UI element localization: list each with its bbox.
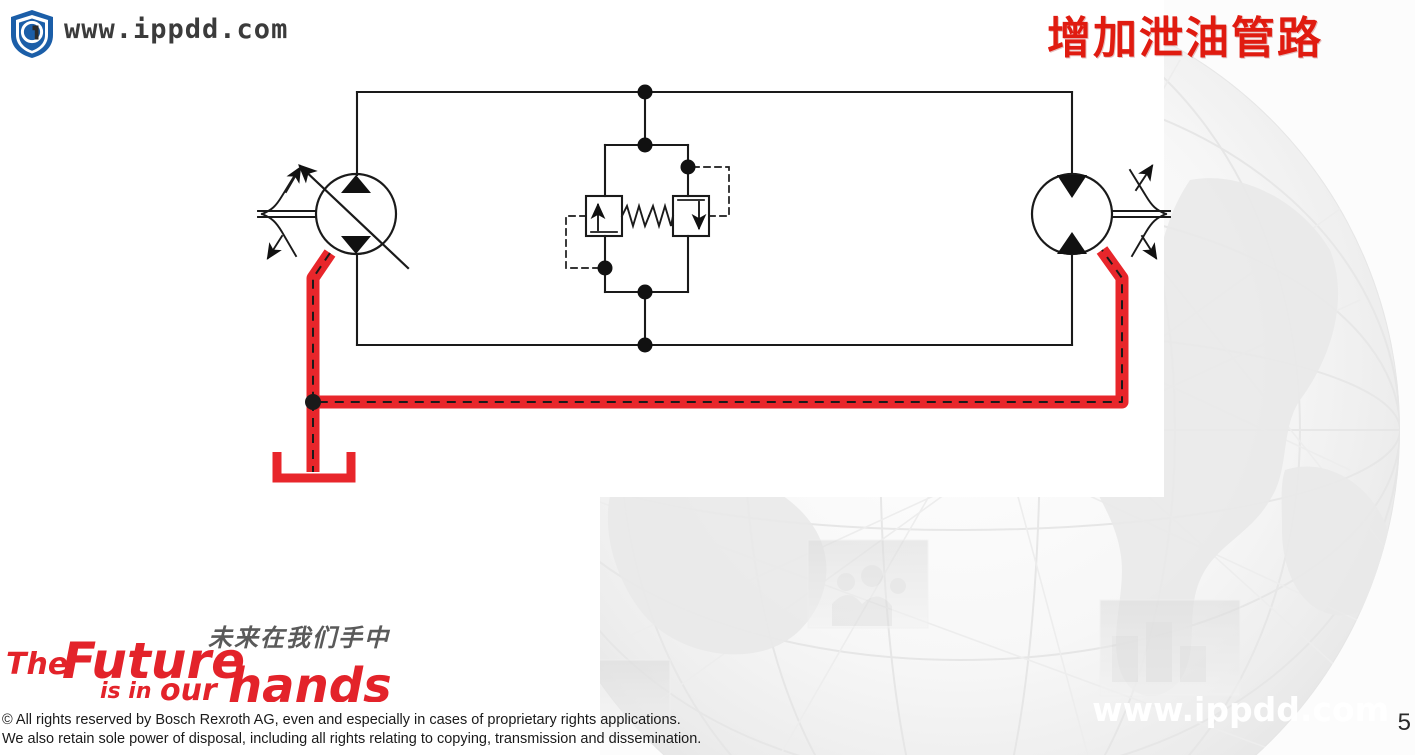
motor-top-triangle bbox=[1057, 175, 1087, 198]
relief-valve-left-body bbox=[584, 194, 624, 238]
slogan-chinese: 未来在我们手中 bbox=[208, 624, 390, 652]
copyright-line-2: We also retain sole power of disposal, i… bbox=[2, 731, 702, 747]
main-loop-lines bbox=[355, 90, 1074, 347]
drain-line-highlight bbox=[272, 246, 1129, 483]
hydraulic-circuit-diagram bbox=[257, 84, 1171, 483]
motor-rotation-arc-upper bbox=[1128, 168, 1168, 216]
watermark-url: www.ippdd.com bbox=[1092, 690, 1389, 729]
pump-variability-arrow bbox=[298, 164, 410, 270]
shield-p-logo-icon bbox=[11, 10, 53, 58]
junction-dot-pilot-left bbox=[597, 260, 613, 276]
pilot-line-left-dashed bbox=[565, 215, 606, 269]
slide-header: www.ippdd.com 增加泄油管路 bbox=[0, 0, 1415, 70]
junction-dot-top-loop bbox=[637, 84, 653, 100]
variable-displacement-pump bbox=[257, 164, 410, 270]
drain-line-dashed-center bbox=[312, 249, 1123, 403]
pump-port-triangles bbox=[341, 175, 371, 254]
relief-valve-right-body bbox=[671, 194, 711, 238]
motor-rotation-arc-lower bbox=[1130, 212, 1168, 258]
slogan-word-isin: is in bbox=[100, 679, 152, 702]
content-panel bbox=[0, 0, 1164, 497]
junction-dot-bottom-loop bbox=[637, 337, 653, 353]
relief-valve-block bbox=[565, 90, 730, 347]
spring-right-icon bbox=[647, 202, 675, 230]
junction-dot-pilot-right bbox=[680, 159, 696, 175]
slide-title: 增加泄油管路 bbox=[1047, 13, 1323, 64]
pump-bottom-triangle bbox=[341, 236, 371, 254]
motor-port-triangles bbox=[1057, 175, 1087, 254]
motor-rotation-arrow-down bbox=[1140, 234, 1158, 260]
future-in-our-hands-logo: The Future is in our hands bbox=[6, 632, 392, 702]
content-panel-lower bbox=[0, 497, 600, 755]
drain-line-red-underlay bbox=[306, 246, 1129, 409]
fixed-displacement-motor bbox=[1030, 164, 1171, 260]
motor-rotation-arrow-up bbox=[1134, 164, 1154, 192]
page-number: 5 bbox=[1397, 709, 1411, 736]
slogan-word-our: our bbox=[160, 673, 219, 702]
spring-left-icon bbox=[620, 202, 651, 230]
slogan-word-future: Future bbox=[62, 632, 245, 690]
reservoir-tank-symbol bbox=[272, 452, 356, 483]
pilot-line-right-dashed bbox=[687, 166, 730, 217]
copyright-line-1: © All rights reserved by Bosch Rexroth A… bbox=[2, 712, 681, 728]
motor-bottom-triangle bbox=[1057, 232, 1087, 254]
slogan-word-the: The bbox=[6, 647, 68, 682]
copyright-block: © All rights reserved by Bosch Rexroth A… bbox=[2, 711, 701, 749]
site-url-text: www.ippdd.com bbox=[64, 14, 289, 45]
pump-rotation-arc-lower bbox=[260, 212, 298, 258]
drain-junction-dot bbox=[305, 394, 321, 410]
pump-rotation-arrow-down bbox=[266, 234, 284, 260]
junction-dots bbox=[597, 84, 696, 353]
pump-rotation-arc-upper bbox=[260, 168, 300, 216]
junction-dot-valve-lower-bus bbox=[637, 284, 653, 300]
pump-top-triangle bbox=[341, 175, 371, 193]
pump-rotation-arrow-up bbox=[284, 166, 302, 194]
junction-dot-valve-upper-bus bbox=[637, 137, 653, 153]
slogan-word-hands: hands bbox=[228, 658, 392, 702]
